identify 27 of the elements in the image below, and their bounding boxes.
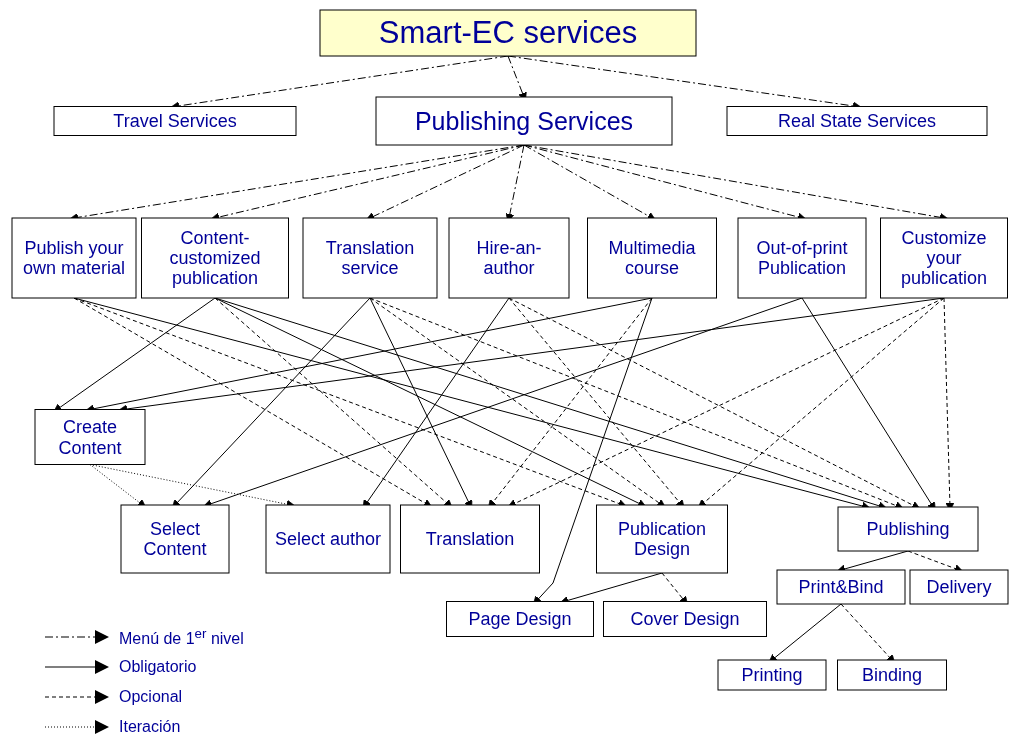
node-box: Hire-an-author <box>448 217 570 299</box>
node-box: Print&Bind <box>776 569 906 605</box>
legend-text: Obligatorio <box>119 658 197 676</box>
node-box: Delivery <box>909 569 1009 605</box>
node-box: Publishing <box>837 506 979 552</box>
node-box: Publication Design <box>596 504 728 574</box>
node-box: Page Design <box>446 601 594 637</box>
node-box: Translation <box>400 504 540 574</box>
node-box: Binding <box>837 659 947 691</box>
node-box: Real State Services <box>726 106 988 136</box>
node-box: Out-of-print Publication <box>737 217 867 299</box>
node-box: Cover Design <box>603 601 767 637</box>
node-box: Publishing Services <box>375 96 673 146</box>
node-box: Smart-EC services <box>319 9 697 57</box>
node-box: Publish your own material <box>11 217 137 299</box>
legend-text: Menú de 1$^{er}$ nivel <box>119 625 244 649</box>
node-box: Select author <box>265 504 391 574</box>
node-box: Travel Services <box>53 106 297 136</box>
node-box: Create Content <box>34 409 146 465</box>
node-box: Content-customized publication <box>141 217 289 299</box>
node-box: Translation service <box>302 217 438 299</box>
legend-text: Opcional <box>119 688 183 706</box>
legend-text: Iteración <box>119 718 181 736</box>
node-box: Multimedia course <box>587 217 717 299</box>
node-box: Select Content <box>120 504 230 574</box>
node-box: Printing <box>717 659 827 691</box>
node-box: Customize your publication <box>880 217 1008 299</box>
